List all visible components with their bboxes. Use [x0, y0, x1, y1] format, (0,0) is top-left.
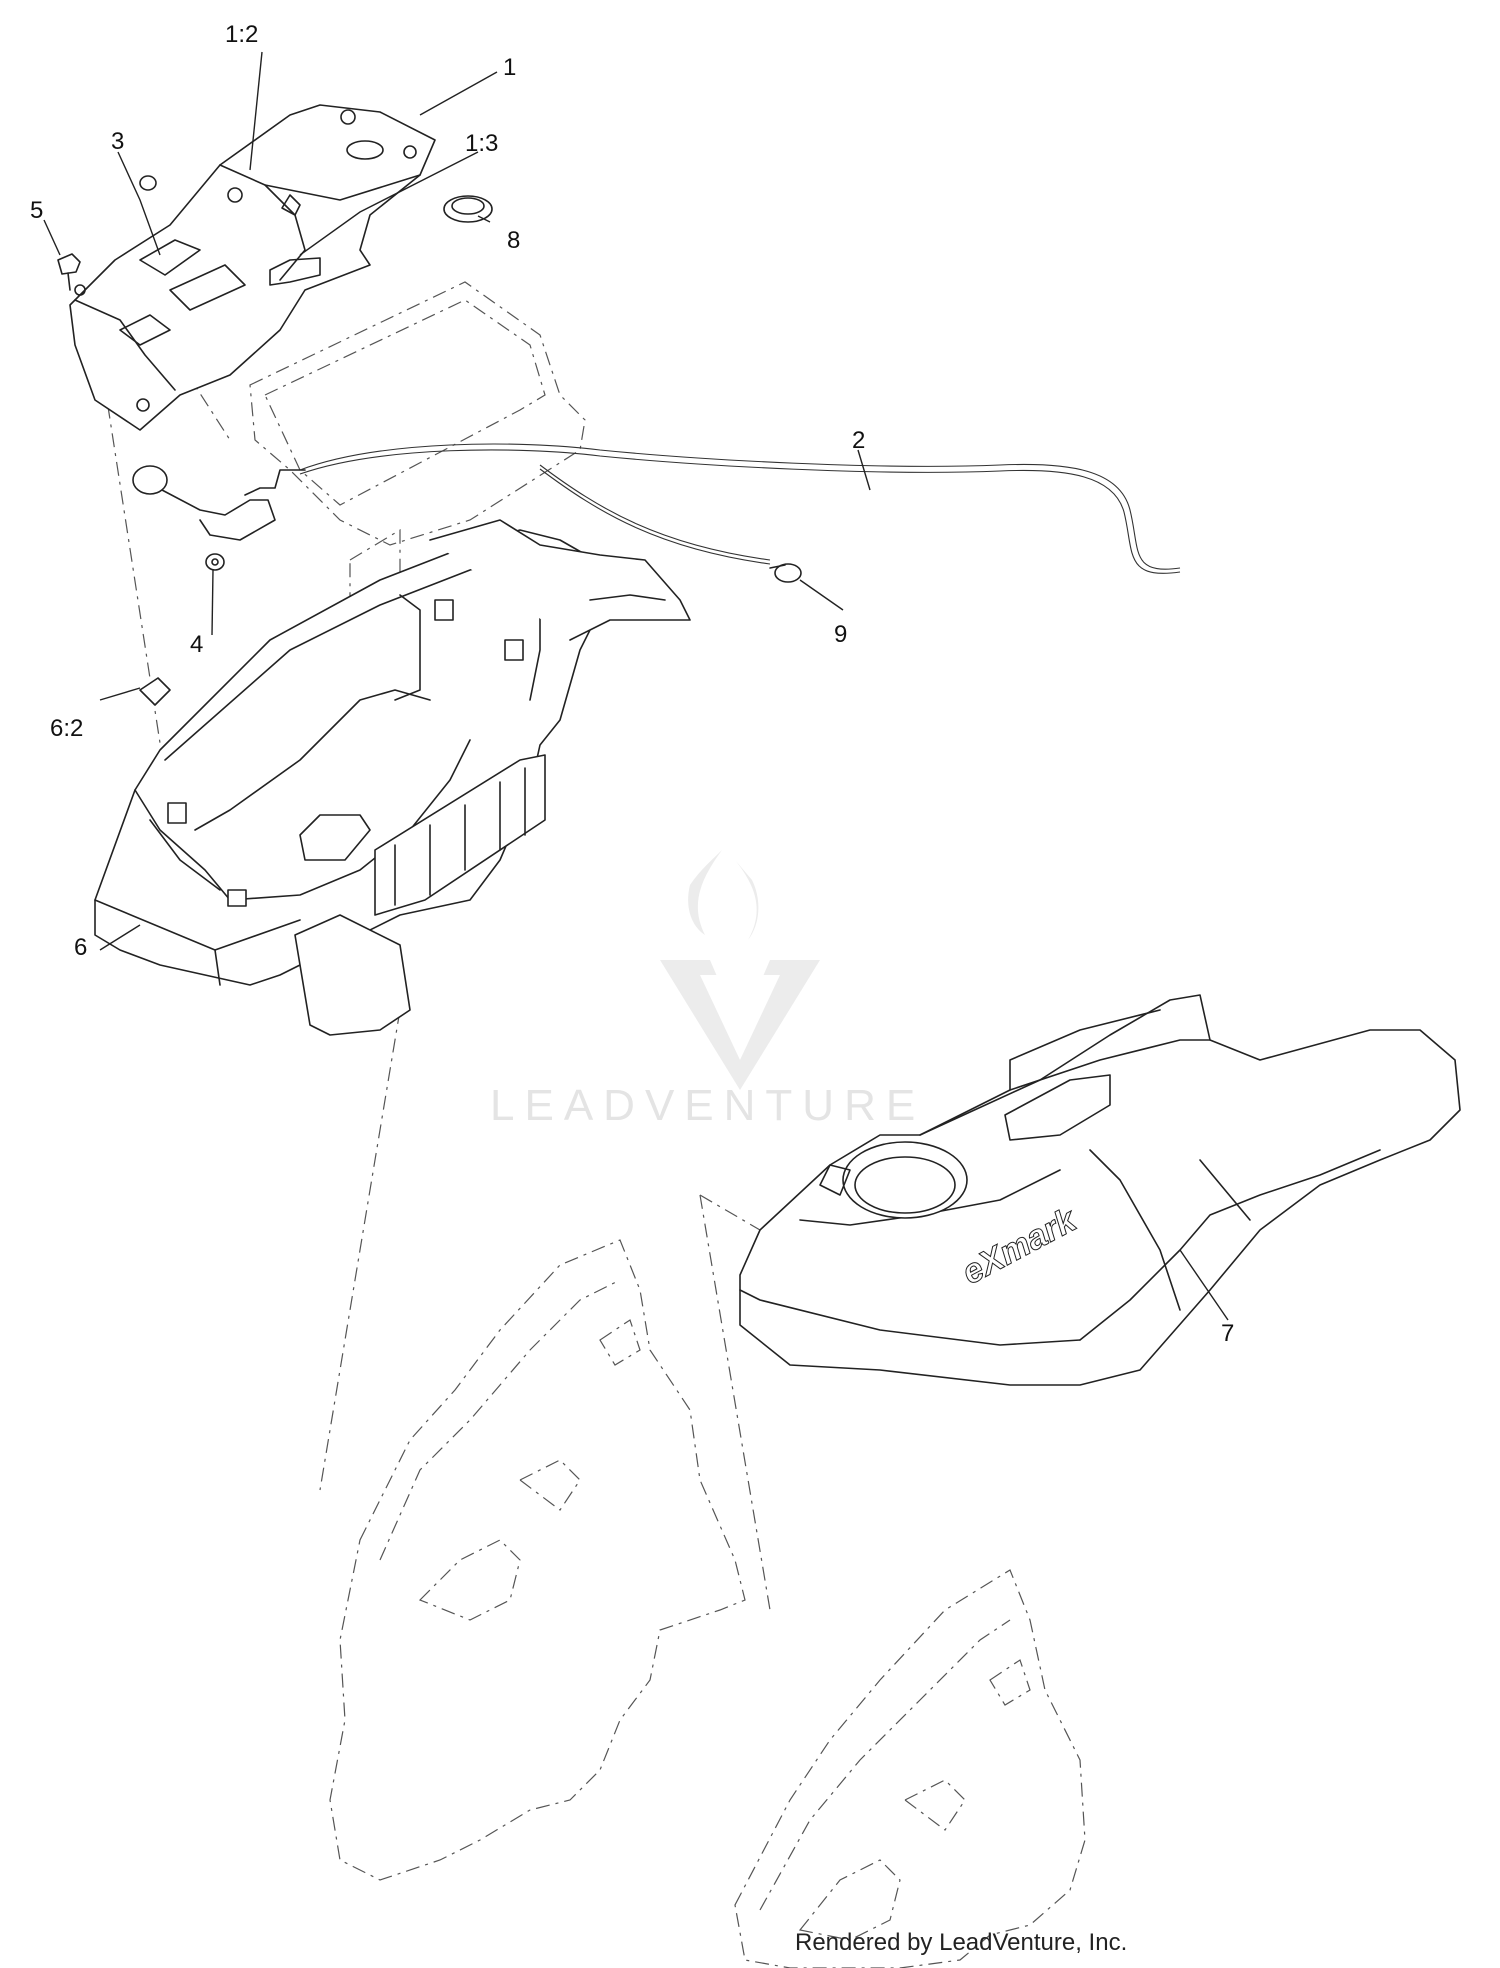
callout-7: 7 [1221, 1320, 1234, 1347]
grommet [443, 195, 493, 223]
callout-2: 2 [852, 427, 865, 454]
upper-control-panel [69, 104, 436, 431]
throttle-cable-assembly [132, 443, 1181, 583]
phantom-frame-plate-left [329, 1239, 746, 1881]
callout-8: 8 [507, 227, 520, 254]
callout-labels: 1 1:2 1:3 2 3 4 5 6 6:2 7 8 9 [30, 21, 1234, 1347]
watermark-text: LEADVENTURE [490, 1081, 925, 1130]
callout-4: 4 [190, 631, 203, 658]
callout-6: 6 [74, 934, 87, 961]
lower-console-body [94, 519, 691, 1036]
leader-lines [43, 51, 1229, 1321]
console-cover: eXmark [739, 994, 1461, 1386]
render-credit: Rendered by LeadVenture, Inc. [795, 1929, 1127, 1956]
phantom-frame-plate-right [734, 1569, 1086, 1968]
callout-5: 5 [30, 197, 43, 224]
watermark-logo [660, 850, 820, 1090]
callout-1-2: 1:2 [225, 21, 258, 48]
callout-1: 1 [503, 54, 516, 81]
callout-1-3: 1:3 [465, 130, 498, 157]
bolt [57, 253, 81, 291]
clip [139, 677, 171, 706]
callout-6-2: 6:2 [50, 715, 83, 742]
knob [139, 175, 157, 191]
callout-9: 9 [834, 621, 847, 648]
callout-3: 3 [111, 128, 124, 155]
nut [205, 553, 225, 571]
